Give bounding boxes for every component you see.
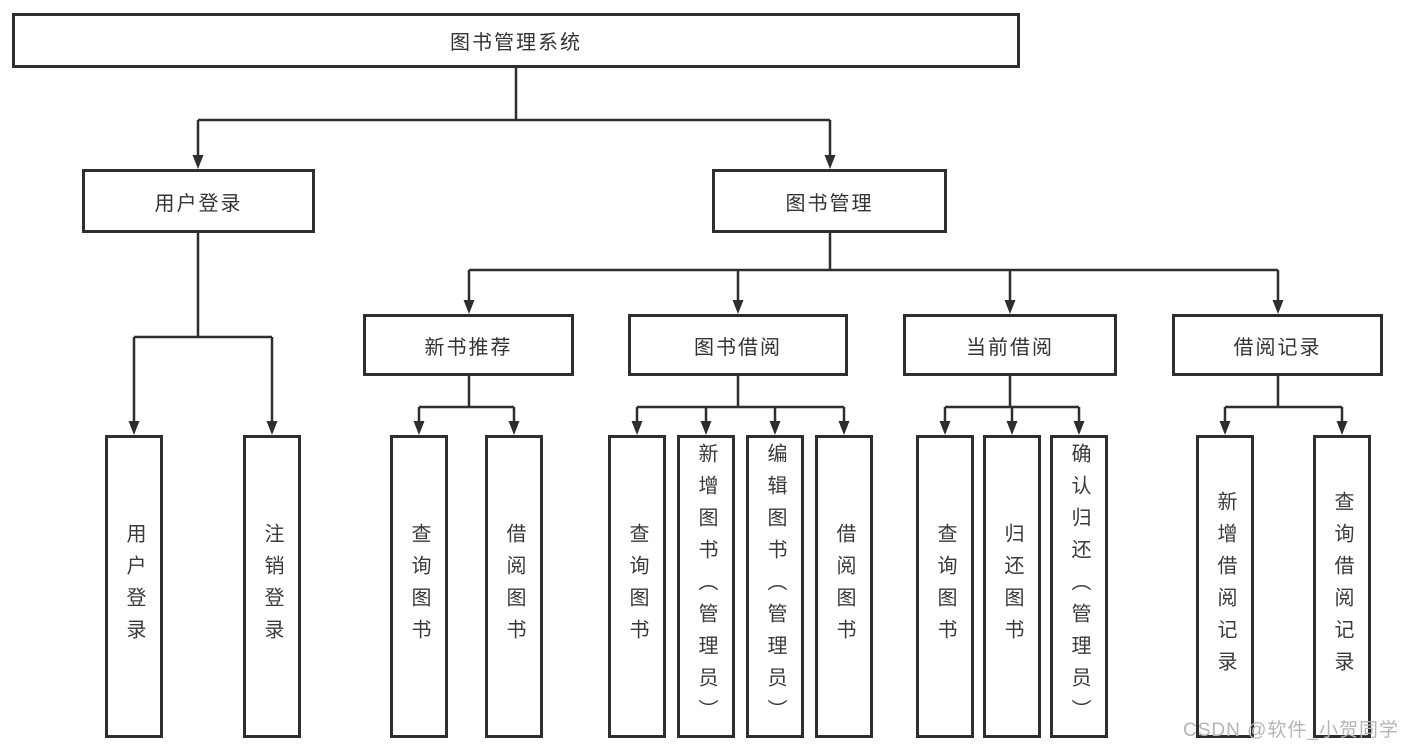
leaf-user-login: 用户登录: [105, 435, 163, 738]
node-book-management: 图书管理: [712, 169, 947, 233]
node-user-login-label: 用户登录: [154, 192, 243, 215]
node-book-borrowing: 图书借阅: [628, 314, 848, 376]
leaf-query-borrow-record: 查询借阅记录: [1313, 435, 1371, 738]
leaf-borrowing-query-books: 查询图书: [608, 435, 666, 738]
leaf-return-books-label: 归还图书: [1001, 522, 1023, 651]
leaf-query-borrow-record-label: 查询借阅记录: [1331, 490, 1353, 683]
node-new-book-recommend: 新书推荐: [363, 314, 574, 376]
leaf-borrowing-query-books-label: 查询图书: [626, 522, 648, 651]
leaf-logout: 注销登录: [243, 435, 301, 738]
node-current-borrowing-label: 当前借阅: [966, 336, 1054, 359]
leaf-return-books: 归还图书: [983, 435, 1041, 738]
leaf-recommend-query-books-label: 查询图书: [408, 522, 430, 651]
leaf-recommend-query-books: 查询图书: [390, 435, 448, 738]
node-user-login: 用户登录: [82, 169, 315, 233]
leaf-user-login-label: 用户登录: [123, 522, 145, 651]
leaf-add-borrow-record-label: 新增借阅记录: [1214, 490, 1236, 683]
leaf-current-query-books-label: 查询图书: [934, 522, 956, 651]
node-book-management-label: 图书管理: [785, 192, 874, 215]
node-book-borrowing-label: 图书借阅: [694, 336, 782, 359]
node-borrow-records-label: 借阅记录: [1233, 336, 1322, 359]
leaf-borrowing-borrow-books-label: 借阅图书: [833, 522, 855, 651]
csdn-watermark: CSDN @软件_小贺同学: [1183, 720, 1399, 741]
leaf-edit-books-admin-label: 编辑图书（管理员）: [764, 442, 786, 731]
leaf-recommend-borrow-books: 借阅图书: [485, 435, 543, 738]
node-root-label: 图书管理系统: [450, 32, 582, 54]
node-current-borrowing: 当前借阅: [903, 314, 1117, 376]
leaf-logout-label: 注销登录: [261, 522, 283, 651]
node-borrow-records: 借阅记录: [1172, 314, 1383, 376]
node-new-book-recommend-label: 新书推荐: [424, 336, 513, 359]
leaf-confirm-return-admin: 确认归还（管理员）: [1050, 435, 1108, 738]
leaf-confirm-return-admin-label: 确认归还（管理员）: [1068, 442, 1090, 731]
node-root: 图书管理系统: [12, 13, 1020, 68]
leaf-current-query-books: 查询图书: [916, 435, 974, 738]
leaf-add-books-admin: 新增图书（管理员）: [677, 435, 735, 738]
leaf-edit-books-admin: 编辑图书（管理员）: [746, 435, 804, 738]
leaf-recommend-borrow-books-label: 借阅图书: [503, 522, 525, 651]
leaf-add-books-admin-label: 新增图书（管理员）: [695, 442, 717, 731]
leaf-borrowing-borrow-books: 借阅图书: [815, 435, 873, 738]
leaf-add-borrow-record: 新增借阅记录: [1196, 435, 1254, 738]
